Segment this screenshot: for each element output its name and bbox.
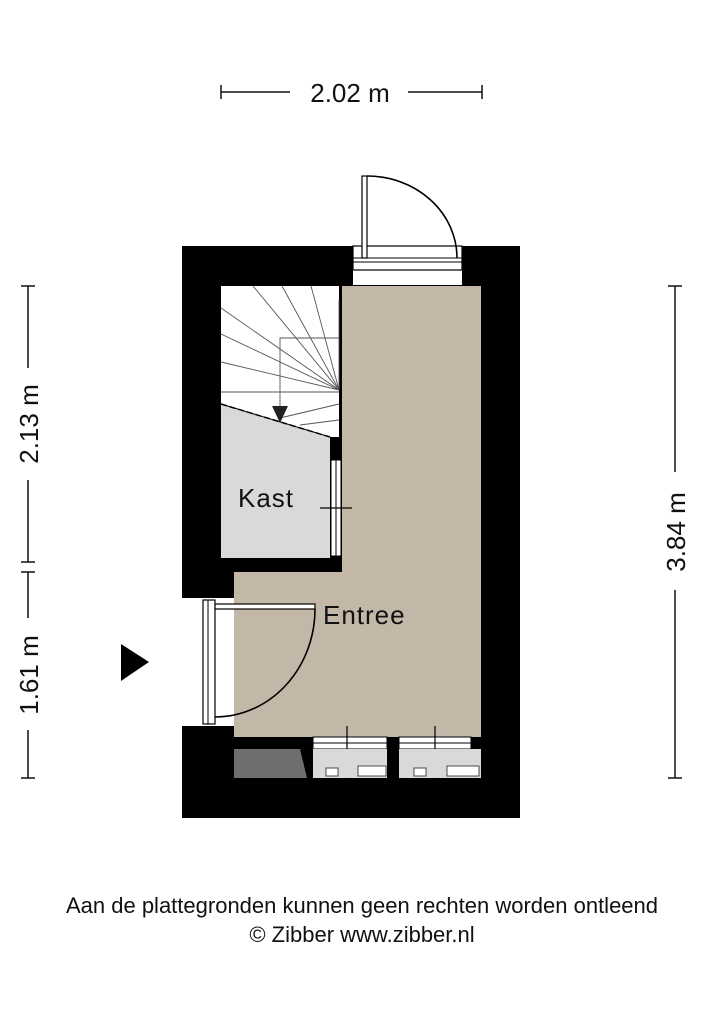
dimension-left-upper-label: 2.13 m: [14, 384, 44, 464]
kast-door: [320, 459, 352, 557]
appliance-block: [234, 749, 307, 778]
stairs-cut-line-solid: [220, 403, 331, 438]
dimension-left-lower-label: 1.61 m: [14, 635, 44, 715]
disclaimer-text: Aan de plattegronden kunnen geen rechten…: [65, 893, 659, 918]
dimension-right-label: 3.84 m: [661, 492, 691, 572]
stairs-wall: [339, 286, 342, 446]
dimension-top-label: 2.02 m: [310, 78, 390, 108]
stairs-arrow-icon: [272, 406, 288, 423]
entrance-arrow-icon: [121, 644, 149, 681]
meter-cupboard-1: [312, 726, 388, 778]
dimension-left-upper: [21, 285, 35, 563]
front-door: [352, 175, 463, 271]
meter-cupboard-2: [398, 726, 481, 778]
side-door: [202, 599, 316, 725]
dimension-left-lower: [21, 571, 35, 779]
kast-floor: [221, 404, 330, 558]
room-label-entree: Entree: [323, 600, 406, 630]
copyright-text: © Zibber www.zibber.nl: [249, 922, 475, 947]
kast-wall-bottom: [221, 558, 342, 572]
dimension-right: [668, 285, 682, 779]
dimension-top: [220, 85, 483, 99]
stairs: [220, 285, 340, 426]
entree-floor: [234, 286, 481, 737]
room-label-kast: Kast: [238, 483, 294, 513]
